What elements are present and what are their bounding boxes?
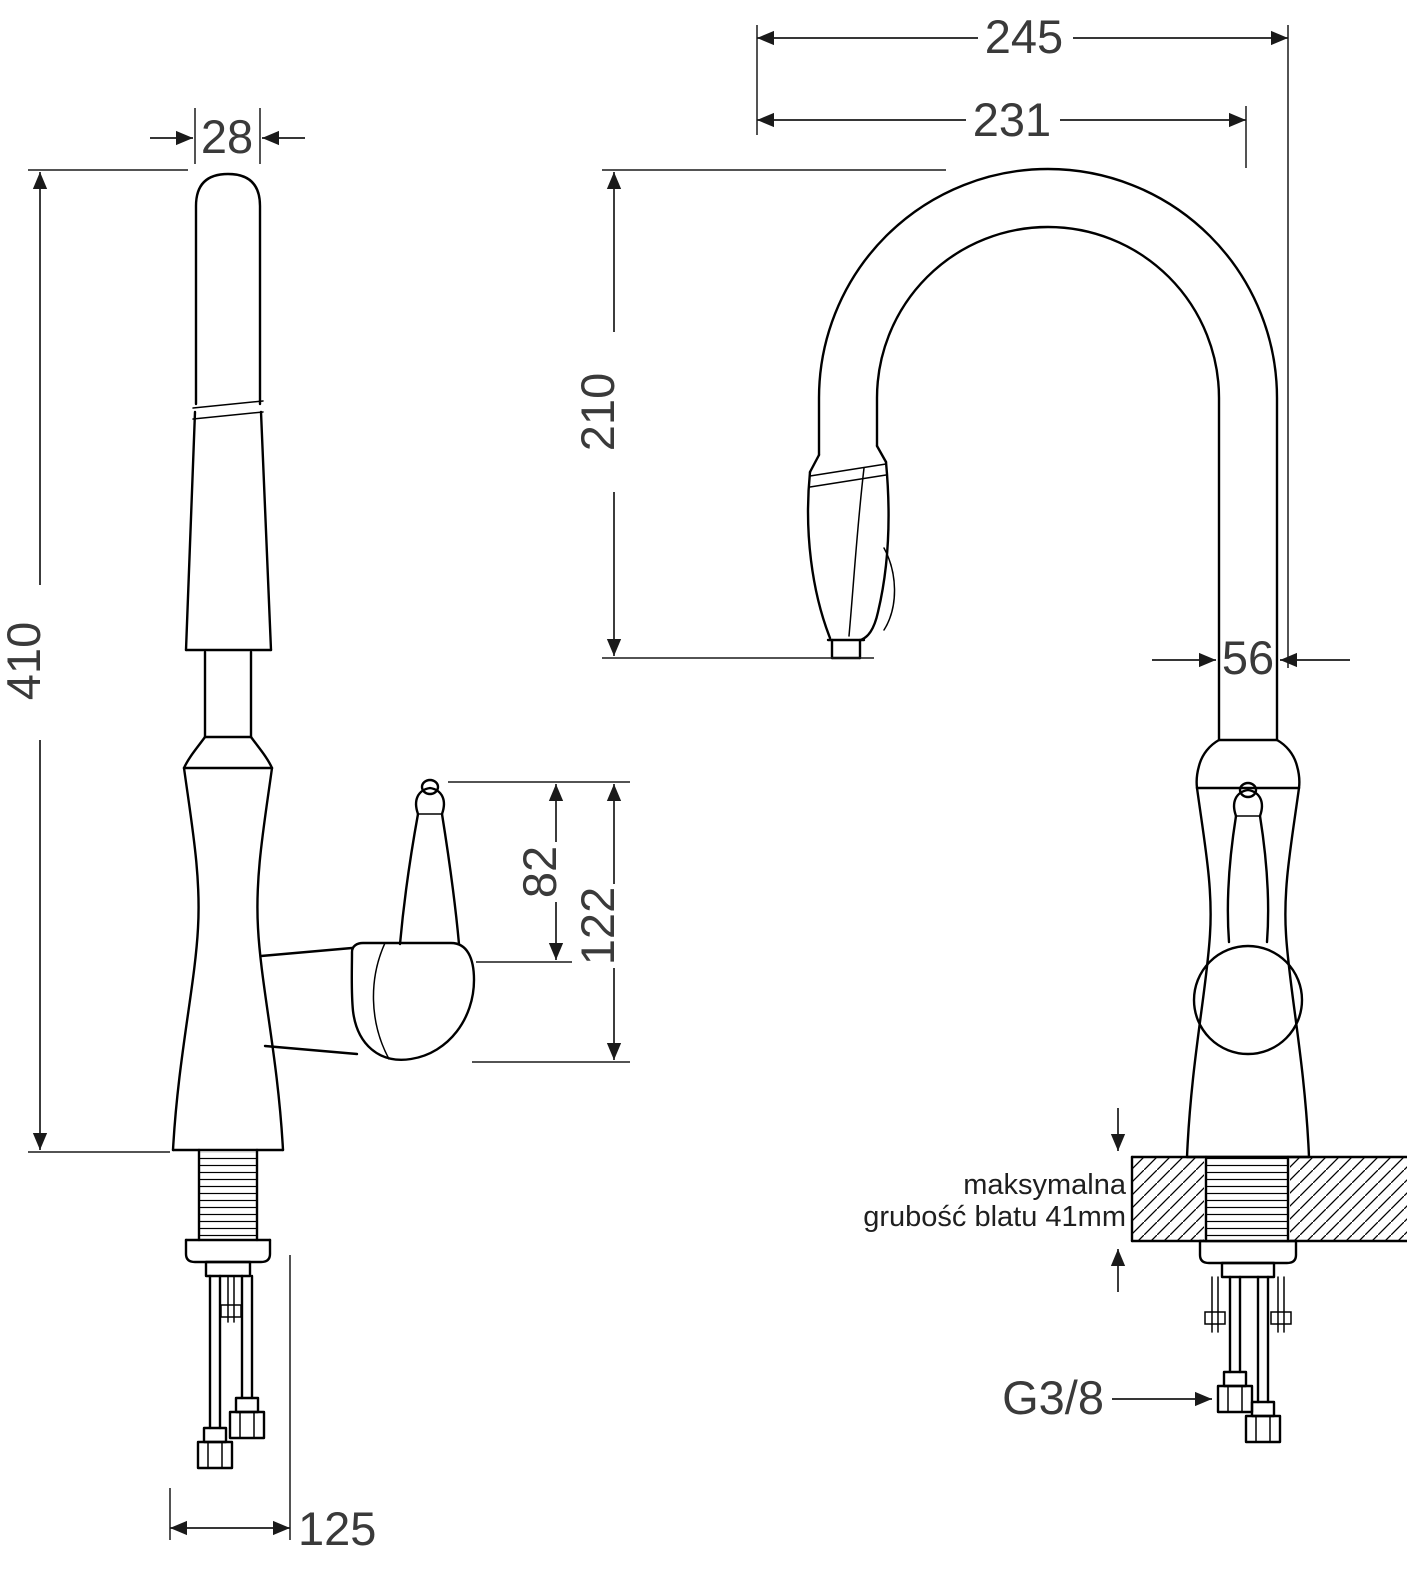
dim-total-height: 410 — [0, 169, 188, 1153]
countertop-note-line2: grubość blatu 41mm — [863, 1201, 1126, 1233]
right-hose-connector-b — [1244, 1414, 1282, 1444]
dim-handle-overall-height: 122 — [472, 784, 630, 1063]
dim-base-width: 125 — [169, 1255, 376, 1555]
dim-spout-reach-label: 231 — [973, 93, 1051, 146]
thread-size-label: G3/8 — [1002, 1371, 1104, 1424]
dim-upper-body-width-label: 56 — [1222, 631, 1274, 684]
thread-size-callout: G3/8 — [1002, 1371, 1212, 1424]
right-handle-pivot — [1192, 944, 1304, 1056]
right-handle-finial — [1238, 781, 1258, 799]
dim-spout-drop-label: 210 — [571, 373, 624, 451]
dim-upper-body-width: 56 — [1152, 631, 1350, 684]
left-hose-connector-b — [228, 1410, 266, 1440]
dim-overall-width: 245 — [756, 10, 1289, 668]
left-mounting-nut — [204, 1260, 252, 1278]
dim-handle-height-label: 82 — [513, 846, 566, 898]
left-handle-finial — [420, 778, 440, 796]
left-threaded-shaft — [200, 1152, 256, 1238]
dim-handle-overall-height-label: 122 — [571, 887, 624, 965]
countertop-thickness-note: maksymalna grubość blatu 41mm — [863, 1108, 1127, 1292]
countertop-note-line1: maksymalna — [963, 1169, 1127, 1201]
dim-spout-drop: 210 — [571, 169, 946, 659]
right-mounting-nut — [1220, 1261, 1276, 1279]
dim-base-width-label: 125 — [298, 1502, 376, 1555]
countertop-cross-section — [1130, 1155, 1407, 1243]
dim-spout-width: 28 — [150, 108, 305, 164]
dim-handle-height: 82 — [448, 781, 630, 963]
dimension-annotations: 28 410 245 231 210 — [0, 10, 1350, 1555]
left-faucet-view — [171, 172, 476, 1470]
right-threaded-shaft — [1206, 1157, 1288, 1241]
right-hose-connector-a — [1216, 1384, 1254, 1414]
dim-total-height-label: 410 — [0, 622, 50, 700]
dim-spout-width-label: 28 — [201, 110, 253, 163]
dim-overall-width-label: 245 — [985, 10, 1063, 63]
left-hose-connector-a — [196, 1440, 234, 1470]
dim-spout-reach: 231 — [757, 93, 1247, 168]
right-faucet-view — [806, 167, 1311, 1444]
